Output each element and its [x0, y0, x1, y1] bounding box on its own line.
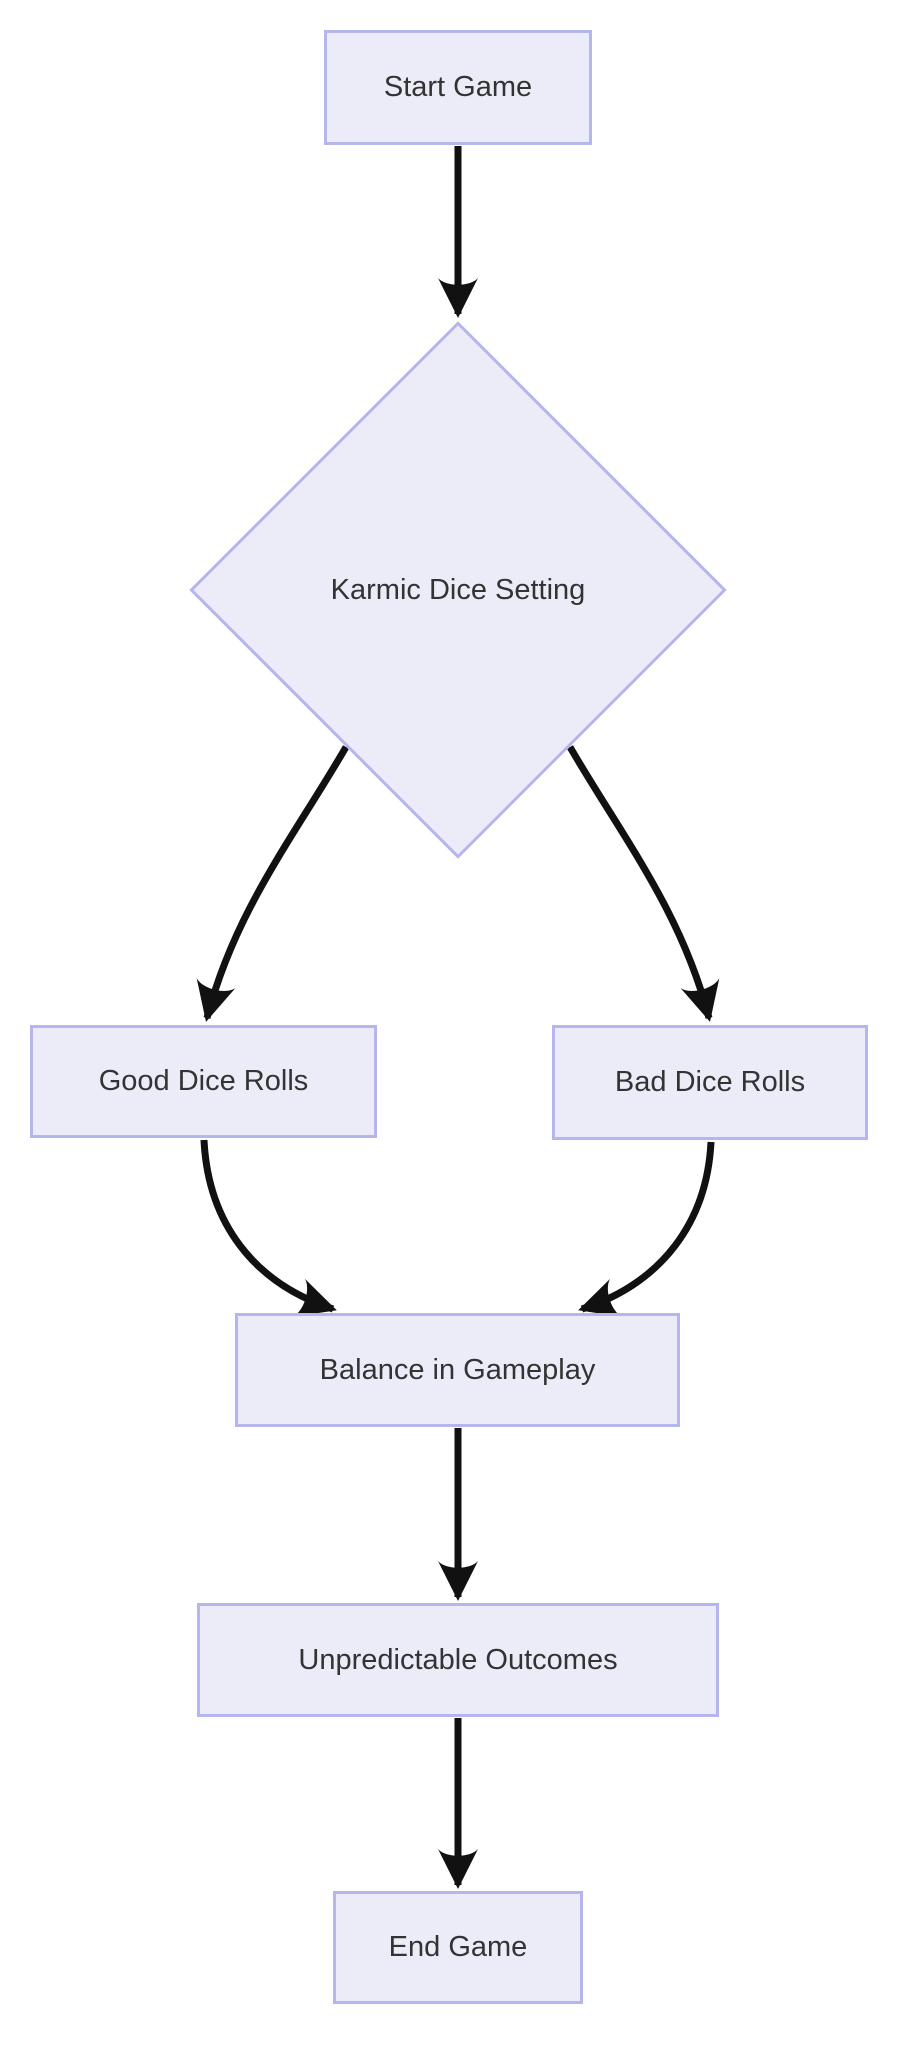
edge-good-to-balance	[200, 1139, 337, 1317]
node-bad-dice-rolls-label: Bad Dice Rolls	[614, 1066, 806, 1099]
node-balance-in-gameplay: Balance in Gameplay	[235, 1313, 680, 1427]
node-good-dice-rolls-label: Good Dice Rolls	[98, 1065, 309, 1098]
edge-karmic-to-good	[196, 745, 350, 1022]
node-good-dice-rolls: Good Dice Rolls	[30, 1025, 377, 1138]
node-bad-dice-rolls: Bad Dice Rolls	[552, 1025, 868, 1140]
node-balance-in-gameplay-label: Balance in Gameplay	[319, 1353, 596, 1386]
node-start-game-label: Start Game	[383, 71, 533, 104]
node-end-game-label: End Game	[388, 1931, 528, 1964]
node-unpredictable-outcomes: Unpredictable Outcomes	[197, 1603, 719, 1717]
node-unpredictable-outcomes-label: Unpredictable Outcomes	[298, 1643, 618, 1676]
edge-bad-to-balance	[578, 1141, 715, 1317]
node-end-game: End Game	[333, 1891, 583, 2004]
node-start-game: Start Game	[324, 30, 592, 145]
node-karmic-dice-setting-label: Karmic Dice Setting	[330, 573, 586, 606]
edge-karmic-to-bad	[566, 745, 720, 1022]
